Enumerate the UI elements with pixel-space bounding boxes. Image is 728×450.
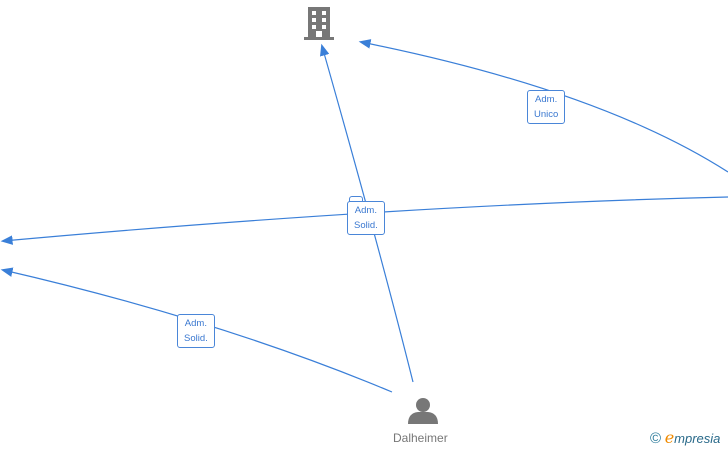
person-name[interactable]: Dalheimer bbox=[393, 431, 448, 445]
label-line: Adm. bbox=[535, 94, 558, 105]
building-icon bbox=[304, 7, 334, 40]
label-line: Unico bbox=[534, 109, 559, 120]
empresia-logo: © empresia bbox=[650, 428, 720, 447]
edge-line bbox=[358, 39, 728, 173]
edge-label-adm-unico: Adm. Unico bbox=[527, 90, 566, 124]
label-line: Adm. bbox=[184, 318, 207, 329]
label-line: Solid. bbox=[354, 220, 378, 231]
edge-label-adm-solid: Adm. Solid. bbox=[347, 201, 385, 235]
copyright-icon: © bbox=[650, 430, 662, 447]
person-icon bbox=[408, 398, 438, 424]
brand-first: e bbox=[664, 428, 675, 447]
brand-rest: mpresia bbox=[674, 431, 721, 446]
edge-label-adm-solid: Adm. Solid. bbox=[177, 314, 215, 348]
label-line: Solid. bbox=[184, 333, 208, 344]
label-line: Adm. bbox=[354, 205, 377, 216]
